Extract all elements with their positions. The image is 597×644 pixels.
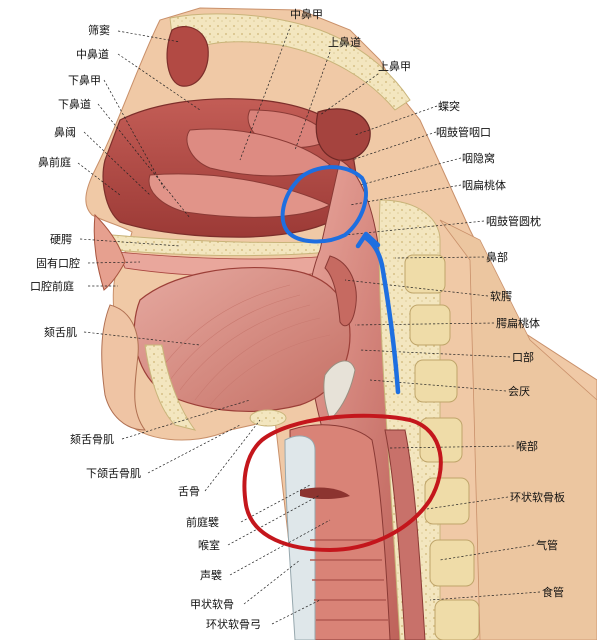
label-genioglossus: 颏舌肌: [44, 326, 77, 339]
label-nasal-vestibule: 鼻前庭: [38, 156, 71, 169]
label-geniohyoid: 颏舌骨肌: [70, 433, 114, 446]
label-hard-palate: 硬腭: [50, 233, 72, 246]
label-oropharynx: 口部: [512, 351, 534, 364]
label-ethmoid-sinus: 筛窦: [88, 24, 110, 37]
label-soft-palate: 软腭: [490, 290, 512, 303]
label-nasopharynx: 鼻部: [486, 251, 508, 264]
label-trachea: 气管: [536, 539, 558, 552]
label-cricoid-lamina: 环状软骨板: [510, 491, 565, 504]
label-oral-cavity-proper: 固有口腔: [36, 257, 80, 270]
label-cricoid-arch: 环状软骨弓: [206, 618, 261, 631]
label-middle-meatus: 中鼻道: [76, 48, 109, 61]
label-laryngeal-ventricle: 喉室: [198, 539, 220, 552]
label-thyroid-cartilage: 甲状软骨: [190, 598, 234, 611]
thyroid-cartilage-shape: [285, 436, 315, 640]
label-torus-tubarius: 咽鼓管圆枕: [486, 215, 541, 228]
label-inferior-meatus: 下鼻道: [58, 98, 91, 111]
sphenoid-sinus-shape: [316, 109, 370, 160]
label-sphenoid-sinus: 蝶突: [438, 100, 460, 113]
label-laryngopharynx: 喉部: [516, 440, 538, 453]
label-nasal-limen: 鼻阈: [54, 126, 76, 139]
label-vocal-fold: 声襞: [200, 569, 222, 582]
label-mylohyoid: 下颌舌骨肌: [86, 467, 141, 480]
label-inferior-turbinate: 下鼻甲: [68, 74, 101, 87]
label-oral-vestibule: 口腔前庭: [30, 280, 74, 293]
label-superior-meatus: 上鼻道: [328, 36, 361, 49]
hyoid-bone: [250, 410, 286, 426]
label-esophagus: 食管: [542, 586, 564, 599]
label-superior-turbinate: 上鼻甲: [378, 60, 411, 73]
label-palatine-tonsil: 腭扁桃体: [496, 317, 540, 330]
label-pharyngeal-recess: 咽隐窝: [462, 152, 495, 165]
label-pharyngeal-orifice: 咽鼓管咽口: [436, 126, 491, 139]
label-pharyngeal-tonsil: 咽扁桃体: [462, 179, 506, 192]
label-hyoid: 舌骨: [178, 485, 200, 498]
label-vestibular-fold: 前庭襞: [186, 516, 219, 529]
label-middle-turbinate: 中鼻甲: [290, 8, 323, 21]
label-epiglottis: 会厌: [508, 385, 530, 398]
